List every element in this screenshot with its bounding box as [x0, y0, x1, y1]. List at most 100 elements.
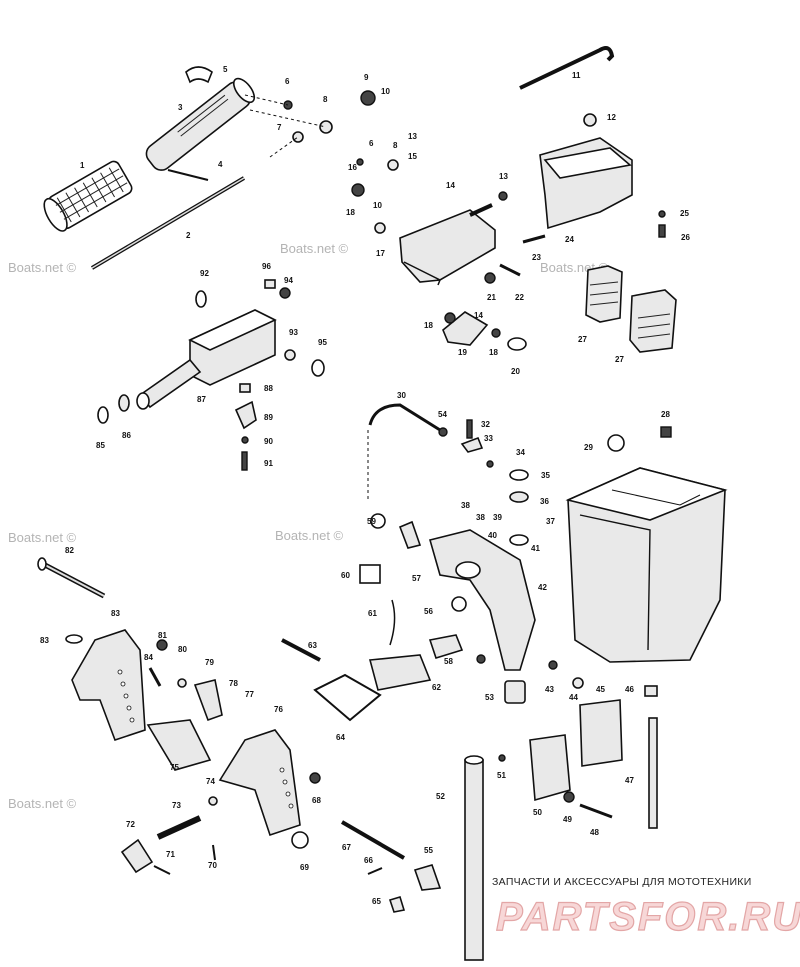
callout-label: 67	[342, 843, 351, 852]
callout-label: 83	[111, 609, 120, 618]
callout-label: 36	[540, 497, 549, 506]
callout-label: 52	[436, 792, 445, 801]
callout-label: 29	[584, 443, 593, 452]
callout-label: 38	[476, 513, 485, 522]
callout-label: 96	[262, 262, 271, 271]
callout-label: 18	[489, 348, 498, 357]
callout-label: 11	[572, 71, 581, 80]
callout-label: 5	[223, 65, 228, 74]
callout-label: 64	[336, 733, 345, 742]
callout-label: 92	[200, 269, 209, 278]
callout-label: 32	[481, 420, 490, 429]
callout-label: 3	[178, 103, 183, 112]
callout-label: 25	[680, 209, 689, 218]
callout-label: 27	[615, 355, 624, 364]
callout-label: 18	[346, 208, 355, 217]
callout-label: 34	[516, 448, 525, 457]
callout-label: 73	[172, 801, 181, 810]
callout-label: 17	[376, 249, 385, 258]
callout-label: 21	[487, 293, 496, 302]
callout-label: 10	[381, 87, 390, 96]
callout-label: 2	[186, 231, 191, 240]
callout-label: 82	[65, 546, 74, 555]
callout-label: 47	[625, 776, 634, 785]
callout-label: 13	[408, 132, 417, 141]
callout-label: 69	[300, 863, 309, 872]
callout-label: 63	[308, 641, 317, 650]
shaft-housing-group	[97, 279, 325, 471]
callout-label: 71	[166, 850, 175, 859]
callout-label: 94	[284, 276, 293, 285]
watermarks: Boats.net © Boats.net © Boats.net © Boat…	[8, 241, 609, 811]
callout-label: 90	[264, 437, 273, 446]
callout-label: 7	[277, 123, 282, 132]
callout-label: 10	[373, 201, 382, 210]
callout-label: 62	[432, 683, 441, 692]
transom-bracket-group	[565, 426, 728, 663]
callout-label: 75	[170, 763, 179, 772]
callout-label: 59	[367, 517, 376, 526]
callout-label: 49	[563, 815, 572, 824]
callout-label: 30	[397, 391, 406, 400]
callout-label: 23	[532, 253, 541, 262]
callout-label: 33	[484, 434, 493, 443]
banner-tagline: ЗАПЧАСТИ И АКСЕССУАРЫ ДЛЯ МОТОТЕХНИКИ	[492, 876, 752, 888]
callout-label: 6	[369, 139, 374, 148]
callout-label: 42	[538, 583, 547, 592]
watermark: Boats.net ©	[275, 528, 344, 543]
callout-label: 58	[444, 657, 453, 666]
callout-label: 50	[533, 808, 542, 817]
callout-label: 6	[285, 77, 290, 86]
callout-label: 89	[264, 413, 273, 422]
callout-label: 68	[312, 796, 321, 805]
callout-label: 56	[424, 607, 433, 616]
callout-label: 40	[488, 531, 497, 540]
callout-label: 46	[625, 685, 634, 694]
callout-label: 80	[178, 645, 187, 654]
callout-label: 83	[40, 636, 49, 645]
pivot-group	[464, 685, 658, 961]
callout-label: 45	[596, 685, 605, 694]
callout-label: 48	[590, 828, 599, 837]
watermark: Boats.net ©	[8, 530, 77, 545]
callout-label: 20	[511, 367, 520, 376]
callout-label: 18	[424, 321, 433, 330]
callout-label: 74	[206, 777, 215, 786]
callout-label: 14	[446, 181, 455, 190]
callout-label: 12	[607, 113, 616, 122]
callout-label: 1	[80, 161, 85, 170]
tilt-assembly-group	[281, 403, 584, 722]
callout-label: 4	[218, 160, 223, 169]
callout-label: 28	[661, 410, 670, 419]
callout-label: 38	[461, 501, 470, 510]
callout-label: 53	[485, 693, 494, 702]
partsfor-banner: ЗАПЧАСТИ И АКСЕССУАРЫ ДЛЯ МОТОТЕХНИКИ PA…	[492, 876, 800, 940]
callout-label: 66	[364, 856, 373, 865]
callout-label: 19	[458, 348, 467, 357]
callout-label: 81	[158, 631, 167, 640]
callout-label: 61	[368, 609, 377, 618]
callout-label: 44	[569, 693, 578, 702]
callout-label: 86	[122, 431, 131, 440]
callout-label: 13	[499, 172, 508, 181]
callout-label: 91	[264, 459, 273, 468]
callout-label: 79	[205, 658, 214, 667]
callout-label: 85	[96, 441, 105, 450]
callout-label: 72	[126, 820, 135, 829]
callout-label: 78	[229, 679, 238, 688]
callout-label: 26	[681, 233, 690, 242]
callout-label: 77	[245, 690, 254, 699]
watermark: Boats.net ©	[8, 260, 77, 275]
tiller-handle-group	[43, 66, 376, 270]
callout-label: 55	[424, 846, 433, 855]
callout-label: 76	[274, 705, 283, 714]
callout-label: 8	[323, 95, 328, 104]
callout-label: 16	[348, 163, 357, 172]
callout-label: 39	[493, 513, 502, 522]
watermark: Boats.net ©	[280, 241, 349, 256]
callout-label: 37	[546, 517, 555, 526]
callout-label: 35	[541, 471, 550, 480]
swivel-bracket-group	[351, 46, 677, 353]
callout-label: 24	[565, 235, 574, 244]
